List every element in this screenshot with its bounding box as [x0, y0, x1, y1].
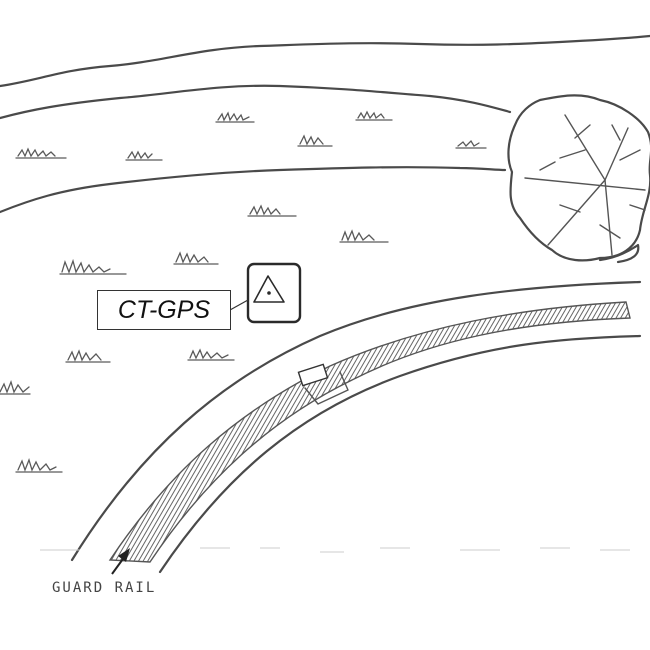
gps-station-label: CT-GPS: [97, 290, 231, 330]
guard-rail-arrow-icon: [111, 548, 130, 575]
guard-rail-label: GUARD RAIL: [52, 580, 157, 596]
tree-icon: [507, 94, 650, 264]
road-edge-outer: [70, 280, 642, 562]
road-edge-inner: [158, 334, 642, 574]
gps-station-label-text: CT-GPS: [117, 295, 211, 324]
ground-smudge: [40, 547, 630, 553]
gps-station-icon: [229, 262, 302, 324]
guard-rail-band: [108, 301, 631, 563]
stream-bank-middle: [0, 84, 512, 120]
stream-bank-lower: [0, 166, 507, 214]
grass-tufts: [0, 110, 487, 473]
stream-bank-upper: [0, 34, 650, 88]
rail-marker: [297, 363, 349, 405]
